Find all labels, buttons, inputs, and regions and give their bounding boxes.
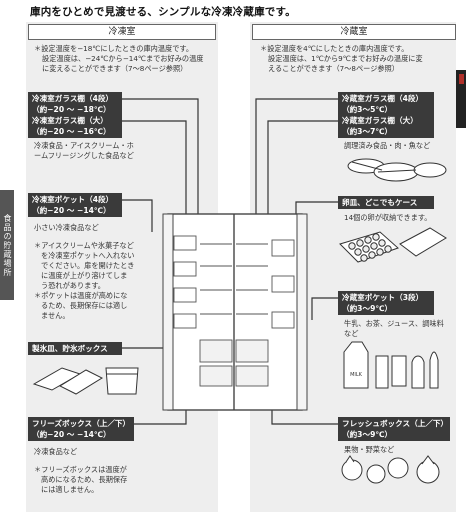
note-line: るため、長期保存には適し <box>41 301 128 310</box>
leader-line <box>122 98 199 232</box>
freezer-glass-shelf-large-label: 冷凍室ガラス棚（大） （約−20 〜 −16℃） <box>28 114 122 138</box>
freeze-box-notes: ＊フリーズボックスは温度が 高めになるため、長期保存 には適しません。 <box>34 465 164 495</box>
page-edge-marker <box>459 74 464 84</box>
label-line: （約−20 〜 −16℃） <box>32 127 111 136</box>
freeze-box-label: フリーズボックス（上／下） （約−20 〜 −14℃） <box>28 417 134 441</box>
label-line: （約−20 〜 −14℃） <box>32 430 111 439</box>
bottles-illustration: MILK <box>343 341 439 389</box>
label-line: 冷蔵室ガラス棚（4段） <box>342 94 424 103</box>
label-line: （約3〜5℃） <box>342 105 393 114</box>
fridge-pocket-description: 牛乳、お茶、ジュース、調味料 など <box>344 319 456 339</box>
leader-line <box>311 297 338 320</box>
door-pockets <box>173 235 295 329</box>
fridge-setting-note: ＊設定温度を4℃にしたときの庫内温度です。 設定温度は、1℃から9℃までお好みの… <box>260 44 456 74</box>
label-line: 冷蔵室ガラス棚（大） <box>342 116 418 125</box>
fridge-setting-note-line: 設定温度は、1℃から9℃までお好みの温度に変 <box>268 54 423 63</box>
leader-line <box>255 98 338 232</box>
desc-line: 牛乳、お茶、ジュース、調味料 <box>344 319 444 328</box>
fridge-setting-note-line: ＊設定温度を4℃にしたときの庫内温度です。 <box>260 44 409 53</box>
freezer-glass-shelf-4-label: 冷凍室ガラス棚（4段） （約−20 〜 −18℃） <box>28 92 122 116</box>
label-line: 冷蔵室ポケット（3段） <box>342 293 424 302</box>
freezer-title: 冷凍室 <box>28 24 216 40</box>
desc-line: ームフリージングした食品など <box>34 151 134 160</box>
label-line: フレッシュボックス（上／下） <box>342 419 449 428</box>
shelves <box>200 243 268 315</box>
label-line: （約3〜7℃） <box>342 127 393 136</box>
egg-tray-label: 卵皿、どこでもケース <box>338 196 434 209</box>
freezer-pocket-notes: ＊アイスクリームや氷菓子など を冷凍室ポケットへ入れない でください。扉を開けた… <box>34 241 160 321</box>
milk-carton-text: MILK <box>350 372 363 378</box>
note-line: ＊ポケットは温度が高めにな <box>34 291 128 300</box>
freeze-box-description: 冷凍食品など <box>34 447 78 456</box>
page-heading: 庫内をひとめで見渡せる、シンプルな冷凍冷蔵庫です。 <box>30 6 296 18</box>
freezer-shelf-description: 冷凍食品・アイスクリーム・ホ ームフリージングした食品など <box>34 141 174 161</box>
fridge-title: 冷蔵室 <box>252 24 456 40</box>
fresh-box-description: 果物・野菜など <box>344 445 395 454</box>
label-line: フリーズボックス（上／下） <box>32 419 131 428</box>
egg-tray-illustration <box>339 227 447 263</box>
refrigerator-illustration <box>162 213 308 411</box>
note-line: ＊フリーズボックスは温度が <box>34 465 127 474</box>
fridge-setting-note-line: えることができます（7〜8ページ参照） <box>268 64 399 73</box>
leader-line <box>267 120 338 232</box>
fridge-dishes-illustration <box>347 158 447 182</box>
freezer-pocket-label: 冷凍室ポケット（4段） （約−20 〜 −14℃） <box>28 193 122 217</box>
page-edge-tab <box>456 70 466 128</box>
fridge-shelf-description: 調理済み食品・肉・魚など <box>344 141 431 150</box>
desc-line: など <box>344 329 359 338</box>
desc-line: 冷凍食品・アイスクリーム・ホ <box>34 141 134 150</box>
label-line: 冷凍室ガラス棚（大） <box>32 116 108 125</box>
fridge-door-edge <box>296 213 308 411</box>
note-line: に温度が上がり溶けてしま <box>41 271 128 280</box>
label-line: （約3〜9℃） <box>342 430 393 439</box>
note-line: 高めになるため、長期保存 <box>41 475 128 484</box>
note-line: ません。 <box>41 311 70 320</box>
section-tab: 食品の貯蔵場所 <box>0 190 14 300</box>
vegetables-illustration <box>341 455 440 484</box>
label-line: 冷凍室ポケット（4段） <box>32 195 114 204</box>
note-line: う恐れがあります。 <box>41 281 105 290</box>
ice-tray-label: 製氷皿、貯氷ボックス <box>28 342 122 355</box>
ice-tray <box>58 369 104 395</box>
freezer-door-edge <box>162 213 174 411</box>
freezer-setting-note-line: ＊設定温度を−18℃にしたときの庫内温度です。 <box>34 44 194 53</box>
freezer-setting-note-line: 設定温度は、−24℃から−14℃までお好みの温度 <box>42 54 204 63</box>
leader-line <box>122 199 153 232</box>
leader-lines <box>122 98 338 425</box>
freezer-setting-note-line: に変えることができます（7〜8ページ参照） <box>42 64 188 73</box>
freezer-setting-note: ＊設定温度を−18℃にしたときの庫内温度です。 設定温度は、−24℃から−14℃… <box>34 44 214 74</box>
egg-tray-description: 14個の卵が収納できます。 <box>344 213 432 222</box>
leader-line <box>122 120 187 232</box>
label-line: 冷凍室ガラス棚（4段） <box>32 94 114 103</box>
milk-carton <box>343 341 369 389</box>
drawers <box>199 339 269 387</box>
freezer-pocket-description: 小さい冷凍食品など <box>34 223 99 232</box>
fridge-pocket-label: 冷蔵室ポケット（3段） （約3〜9℃） <box>338 291 434 315</box>
anywhere-case <box>399 227 447 257</box>
label-line: （約3〜9℃） <box>342 304 393 313</box>
note-line: を冷凍室ポケットへ入れない <box>41 251 135 260</box>
fridge-glass-shelf-4-label: 冷蔵室ガラス棚（4段） （約3〜5℃） <box>338 92 434 116</box>
ice-trays-illustration <box>32 367 139 395</box>
fresh-box-label: フレッシュボックス（上／下） （約3〜9℃） <box>338 417 450 441</box>
label-line: （約−20 〜 −18℃） <box>32 105 111 114</box>
note-line: ＊アイスクリームや氷菓子など <box>34 241 134 250</box>
note-line: には適しません。 <box>41 485 99 494</box>
note-line: でください。扉を開けたとき <box>41 261 135 270</box>
ice-storage-box <box>105 367 139 395</box>
fridge-glass-shelf-large-label: 冷蔵室ガラス棚（大） （約3〜7℃） <box>338 114 434 138</box>
label-line: （約−20 〜 −14℃） <box>32 206 111 215</box>
